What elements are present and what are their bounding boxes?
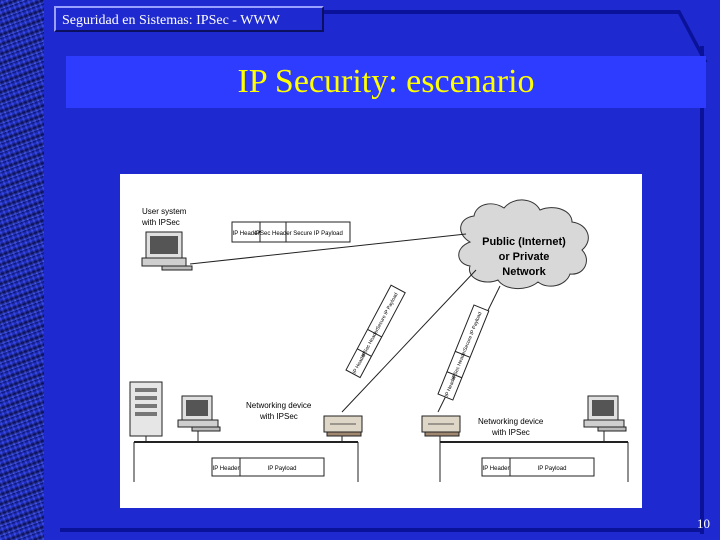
computer-icon	[141, 231, 193, 271]
top-packet-ip-header: IP Header	[233, 231, 260, 237]
cloud-icon: Public (Internet) or Private Network	[458, 199, 589, 289]
left-lan-computer-icon	[177, 395, 221, 432]
left-device-label-2: with IPSec	[259, 412, 298, 421]
cloud-label-2: or Private	[499, 251, 550, 263]
server-tower-icon	[129, 381, 163, 437]
page-number: 10	[697, 516, 710, 531]
link-user-cloud	[189, 233, 467, 265]
title-bar	[66, 56, 706, 108]
user-system-label-2: with IPSec	[141, 218, 180, 227]
frame-line-bottom	[60, 528, 704, 532]
right-lan-packet: IP Header IP Payload	[481, 457, 595, 477]
right-device-label-1: Networking device	[478, 417, 544, 426]
right-lan-ip-header: IP Header	[483, 466, 510, 472]
left-lan-packet: IP Header IP Payload	[211, 457, 325, 477]
course-title: Seguridad en Sistemas: IPSec - WWW	[62, 13, 280, 28]
right-lan-computer-icon	[583, 395, 627, 432]
left-lan-ip-payload: IP Payload	[268, 466, 297, 472]
link-leftdevice-cloud	[341, 269, 477, 413]
cloud-label-1: Public (Internet)	[482, 236, 566, 248]
cloud-label-3: Network	[502, 266, 546, 278]
right-device-label-2: with IPSec	[491, 428, 530, 437]
decorative-strip	[0, 0, 44, 540]
slide-title: IP Security: escenario	[237, 63, 535, 100]
top-packet-ipsec-header: IPSec Header	[254, 231, 291, 237]
top-packet: IP Header IPSec Header Secure IP Payload	[231, 221, 351, 243]
left-diagonal-packet: IP Header IPSec Header Secure IP Payload	[345, 284, 406, 379]
left-networking-device-icon	[323, 415, 363, 437]
right-lan-ip-payload: IP Payload	[538, 466, 567, 472]
top-packet-secure-payload: Secure IP Payload	[293, 231, 343, 237]
right-diagonal-packet: IP Header IPSec Header Secure IP Payload	[437, 304, 490, 401]
course-header: Seguridad en Sistemas: IPSec - WWW	[54, 6, 324, 32]
user-system-label-1: User system	[142, 207, 187, 216]
frame-line-top	[324, 10, 680, 14]
frame-line-right	[700, 46, 704, 534]
ipsec-scenario-diagram: Public (Internet) or Private Network Use…	[120, 174, 642, 508]
right-networking-device-icon	[421, 415, 461, 437]
left-device-label-1: Networking device	[246, 401, 312, 410]
left-lan-ip-header: IP Header	[213, 466, 240, 472]
